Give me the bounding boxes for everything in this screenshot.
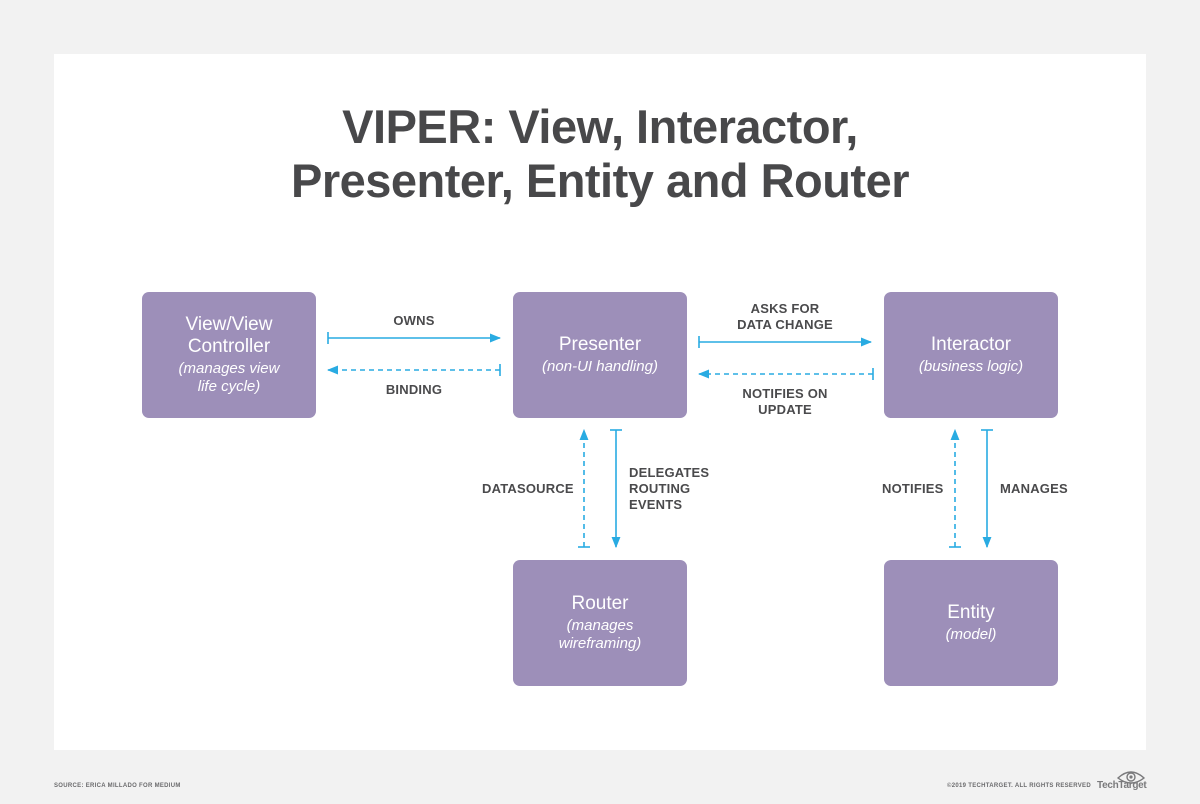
notifies-label: NOTIFIES bbox=[882, 481, 944, 496]
view-node-name-1: View/View bbox=[185, 314, 273, 335]
router-node-name: Router bbox=[571, 593, 629, 614]
interactor-node-name: Interactor bbox=[930, 334, 1012, 355]
entity-node-desc: (model) bbox=[945, 626, 997, 643]
manages-label: MANAGES bbox=[1000, 481, 1068, 496]
asks-label-line-2: DATA CHANGE bbox=[737, 317, 833, 332]
presenter-node: Presenter (non-UI handling) bbox=[513, 292, 687, 418]
techtarget-eye-logo-icon bbox=[1116, 771, 1146, 784]
view-node-name-2: Controller bbox=[187, 336, 271, 357]
notifies-on-label-line-1: NOTIFIES ON bbox=[742, 386, 828, 401]
notifies-on-label-line-2: UPDATE bbox=[758, 402, 812, 417]
view-controller-node: View/View Controller (manages view life … bbox=[142, 292, 316, 418]
notifies-on-update-label: NOTIFIES ON UPDATE bbox=[715, 386, 855, 418]
router-node-desc-2: wireframing) bbox=[558, 635, 642, 652]
binding-label: BINDING bbox=[385, 382, 443, 397]
copyright-notice: ©2019 TECHTARGET. ALL RIGHTS RESERVED bbox=[947, 783, 1091, 789]
asks-for-data-change-label: ASKS FOR DATA CHANGE bbox=[715, 301, 855, 333]
delegates-label-line-1: DELEGATES bbox=[629, 465, 710, 480]
entity-node-name: Entity bbox=[947, 602, 995, 623]
router-node-desc-1: (manages bbox=[566, 617, 634, 634]
delegates-label-line-2: ROUTING bbox=[629, 481, 691, 496]
presenter-node-desc: (non-UI handling) bbox=[542, 358, 658, 375]
source-credit: SOURCE: ERICA MILLADO FOR MEDIUM bbox=[54, 783, 181, 789]
asks-label-line-1: ASKS FOR bbox=[750, 301, 820, 316]
diagram-title: VIPER: View, Interactor, Presenter, Enti… bbox=[0, 100, 1200, 208]
delegates-routing-events-label: DELEGATES ROUTING EVENTS bbox=[629, 465, 709, 513]
delegates-label-line-3: EVENTS bbox=[629, 497, 683, 512]
view-node-desc-2: life cycle) bbox=[197, 378, 261, 395]
router-node: Router (manages wireframing) bbox=[513, 560, 687, 686]
presenter-node-name: Presenter bbox=[558, 334, 642, 355]
techtarget-brand: TechTarget bbox=[1097, 780, 1147, 791]
view-node-desc-1: (manages view bbox=[178, 360, 280, 377]
entity-node: Entity (model) bbox=[884, 560, 1058, 686]
title-line-1: VIPER: View, Interactor, bbox=[342, 100, 858, 153]
owns-label: OWNS bbox=[393, 313, 435, 328]
datasource-label: DATASOURCE bbox=[482, 481, 574, 496]
title-line-2: Presenter, Entity and Router bbox=[290, 154, 910, 207]
interactor-node: Interactor (business logic) bbox=[884, 292, 1058, 418]
interactor-node-desc: (business logic) bbox=[918, 358, 1024, 375]
